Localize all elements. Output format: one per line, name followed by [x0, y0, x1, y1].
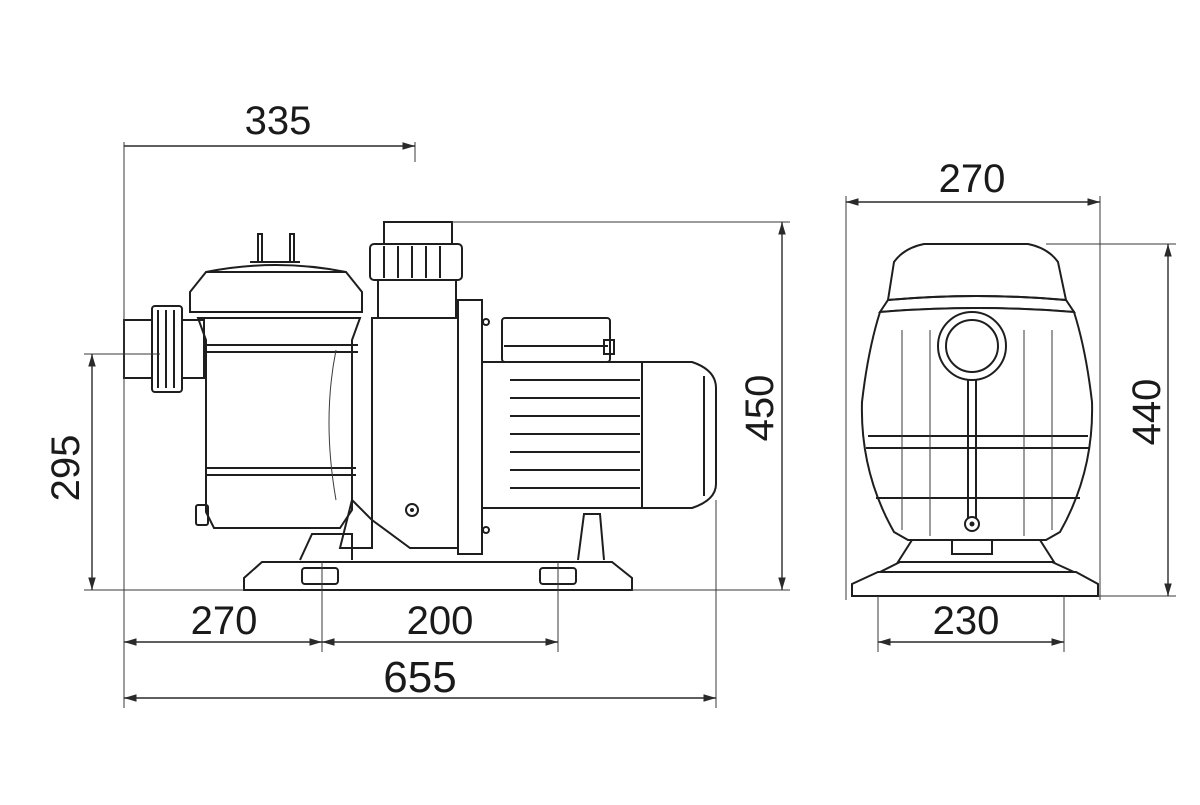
dimension-295: 295 — [44, 353, 244, 591]
motor-body — [481, 361, 717, 509]
dimension-450: 450 — [452, 221, 790, 591]
dimension-base: 270 200 — [124, 562, 559, 652]
dim-label-655: 655 — [383, 653, 456, 702]
dimension-front-270: 270 — [845, 157, 1101, 600]
dimension-front-440: 440 — [1046, 243, 1176, 597]
terminal-box — [501, 317, 615, 363]
dimension-front-230: 230 — [877, 596, 1065, 652]
dim-label-295: 295 — [44, 435, 88, 502]
front-lid — [878, 243, 1076, 314]
dimension-655: 655 — [123, 500, 717, 708]
strainer-housing — [195, 317, 362, 529]
dim-label-front-270: 270 — [939, 157, 1006, 201]
front-bowl — [860, 307, 1094, 555]
pump-volute — [338, 317, 459, 549]
dim-label-200-base: 200 — [407, 599, 474, 643]
side-view: 335 450 295 270 200 — [44, 99, 790, 708]
strainer-lid — [189, 233, 363, 313]
front-base — [851, 539, 1099, 597]
dim-label-335: 335 — [245, 99, 312, 143]
outlet-union — [369, 221, 463, 319]
front-view: 270 440 230 — [845, 157, 1176, 652]
dim-label-270-base: 270 — [191, 599, 258, 643]
dimension-335: 335 — [123, 99, 416, 590]
inlet-union — [123, 305, 205, 393]
dim-label-450: 450 — [738, 375, 782, 442]
dim-label-front-230: 230 — [933, 599, 1000, 643]
dim-label-front-440: 440 — [1125, 379, 1169, 446]
